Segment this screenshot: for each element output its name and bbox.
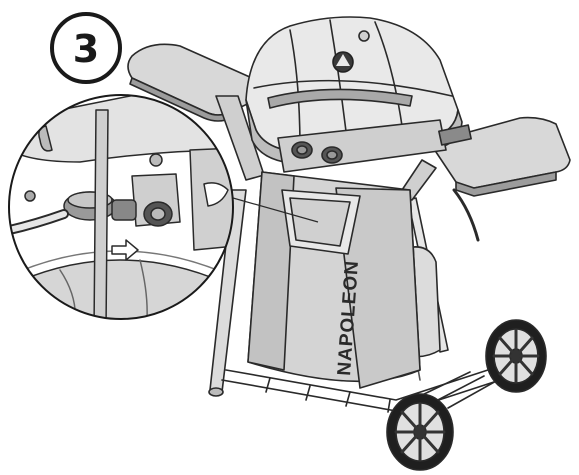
callout-leader xyxy=(225,195,319,223)
hose-hook xyxy=(38,125,53,152)
wheel-front xyxy=(386,393,454,471)
grill-illustration: NAPOLEON xyxy=(127,16,571,471)
wheel-rear xyxy=(485,319,547,393)
step-badge: 3 xyxy=(50,12,122,84)
cart-cabinet: NAPOLEON xyxy=(247,171,421,389)
direction-arrow xyxy=(111,239,139,261)
regulator-coupling xyxy=(111,199,137,221)
step-number: 3 xyxy=(73,27,99,71)
control-panel xyxy=(277,119,472,173)
lid-handle xyxy=(267,88,413,109)
